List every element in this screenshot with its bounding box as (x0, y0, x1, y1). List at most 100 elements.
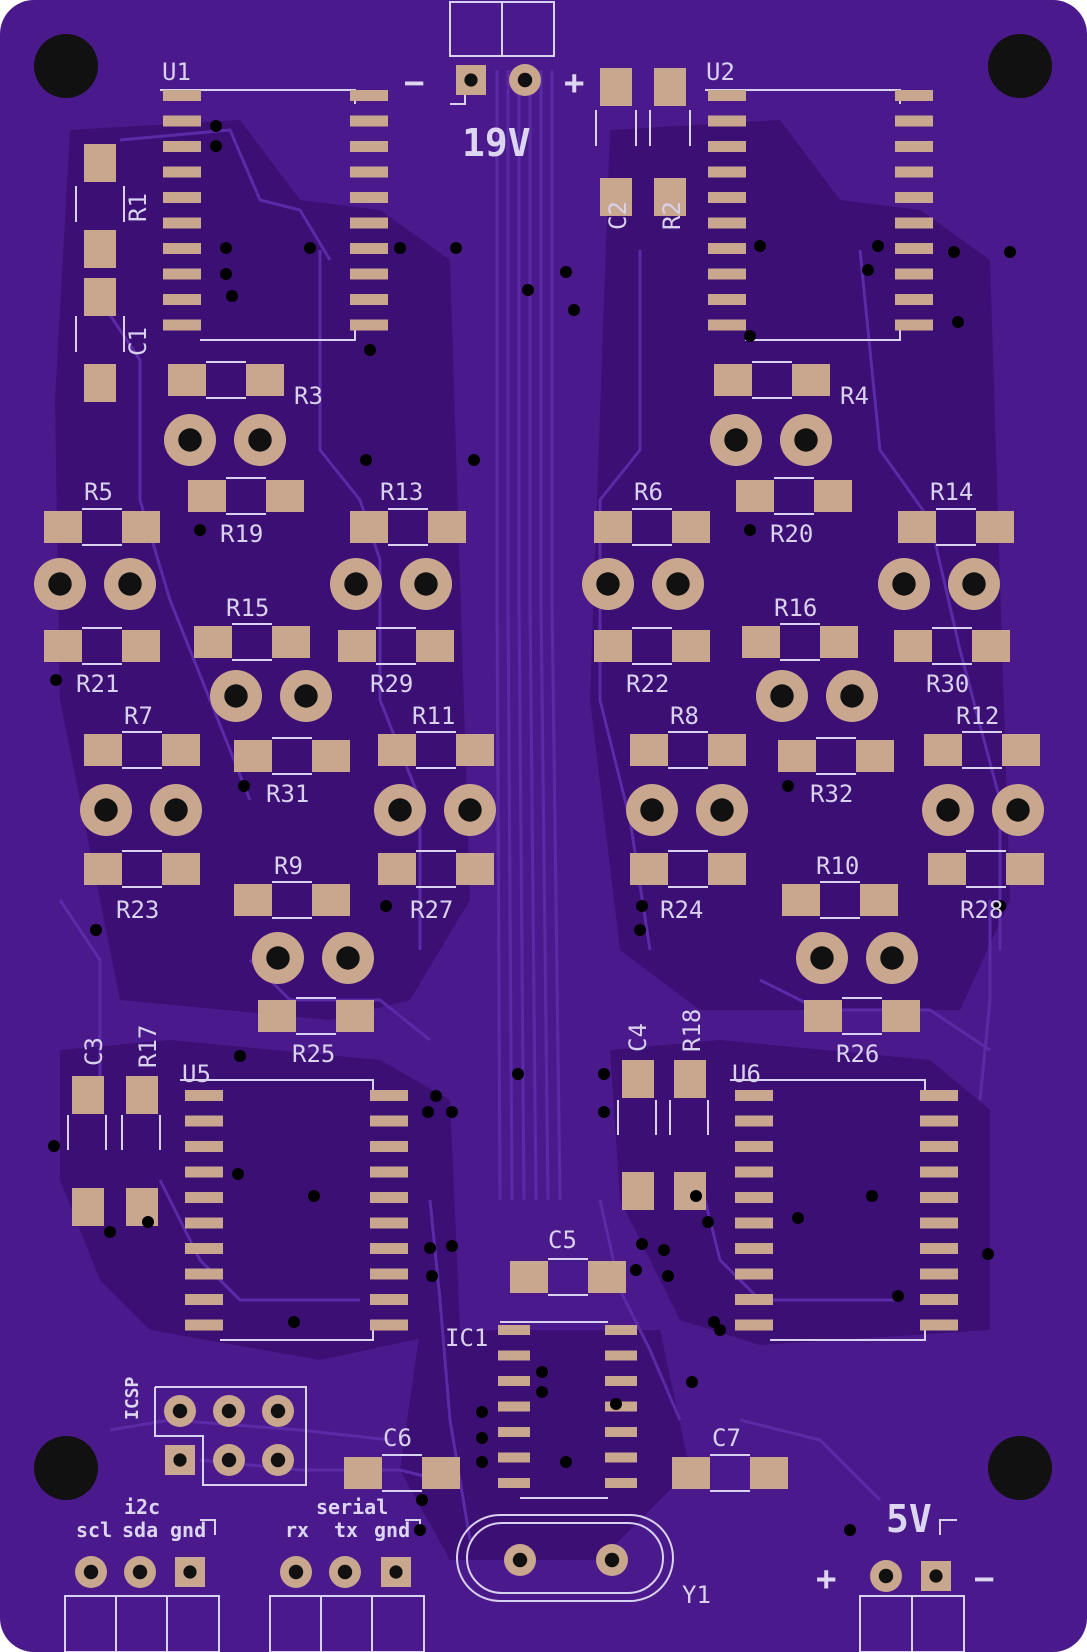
via-21 (862, 264, 874, 276)
ic-U5-pin-right-9 (370, 1294, 408, 1305)
ref-C6: C6 (383, 1424, 412, 1452)
ref-R16: R16 (774, 594, 817, 622)
smd-R26-pad-1 (804, 1000, 842, 1032)
ic-U6-pin-left-8 (735, 1268, 773, 1280)
smd-R10-pad-1 (782, 884, 820, 916)
ic-U1-pin-left-9 (163, 294, 201, 305)
via-44 (424, 1242, 436, 1254)
via-51 (866, 1190, 878, 1202)
ic-U1-pin-left-1 (163, 90, 201, 101)
via-56 (658, 1244, 670, 1256)
smd-C5-pad-1 (510, 1261, 548, 1293)
ref-U5: U5 (182, 1060, 211, 1088)
smd-R11-pad-2 (456, 734, 494, 766)
ic-IC1-pin-right-5 (605, 1427, 637, 1437)
pot-R15-R31-hole-2-drill (294, 684, 318, 708)
ref-R15: R15 (226, 594, 269, 622)
via-43 (142, 1216, 154, 1228)
via-57 (636, 1238, 648, 1250)
ref-C2: C2 (604, 201, 632, 230)
ic-U5-pin-right-6 (370, 1217, 408, 1229)
via-26 (90, 924, 102, 936)
via-12 (560, 266, 572, 278)
ic-U5-pin-left-7 (185, 1243, 223, 1254)
smd-R24-pad-2 (708, 853, 746, 885)
power-out-label: 5V (886, 1497, 932, 1541)
pot-R7-R23-hole-1-drill (94, 798, 118, 822)
via-50 (792, 1212, 804, 1224)
smd-C7-pad-2 (750, 1457, 788, 1489)
via-4 (220, 268, 232, 280)
silkscreen-outlines (64, 1, 965, 1652)
i2c-header-pin-sda-drill (132, 1564, 148, 1580)
via-6 (394, 242, 406, 254)
ic-U2-pin-right-10 (895, 319, 933, 331)
smd-R21-pad-2 (122, 630, 160, 662)
smd-C4-pad-2 (622, 1172, 654, 1210)
ref-Y1: Y1 (682, 1581, 711, 1609)
via-1 (210, 120, 222, 132)
ref-C5: C5 (548, 1226, 577, 1254)
ref-C1: C1 (124, 327, 152, 356)
mounting-hole-bottom-right (988, 1436, 1052, 1500)
ic-U6-pin-right-10 (920, 1319, 958, 1331)
smd-R28-pad-1 (928, 853, 966, 885)
icsp-pin-3-drill (221, 1452, 237, 1468)
pot-R13-R29-hole-2-drill (414, 572, 438, 596)
smd-R20-pad-2 (814, 480, 852, 512)
ic-U2-pin-right-7 (895, 243, 933, 254)
ic-U6-pin-left-6 (735, 1217, 773, 1229)
ic-U6-pin-left-10 (735, 1319, 773, 1331)
smd-R2-pad-2 (654, 178, 686, 216)
via-27 (380, 900, 392, 912)
via-32 (234, 1050, 246, 1062)
ref-R22: R22 (626, 670, 669, 698)
ref-R28: R28 (960, 896, 1003, 924)
ic-U5-pin-right-3 (370, 1141, 408, 1152)
smd-R16-pad-1 (742, 626, 780, 658)
via-68 (610, 1398, 622, 1410)
via-70 (714, 1324, 726, 1336)
ref-R20: R20 (770, 520, 813, 548)
smd-R2-pad-1 (654, 68, 686, 106)
power-in-minus: − (404, 63, 424, 103)
ref-IC1: IC1 (445, 1324, 488, 1352)
ref-R31: R31 (266, 780, 309, 808)
via-42 (104, 1226, 116, 1238)
i2c-header-pin-gnd-drill (183, 1565, 197, 1579)
via-52 (982, 1248, 994, 1260)
pot-R10-R26-hole-1-drill (810, 946, 834, 970)
via-30 (782, 780, 794, 792)
smd-R5-pad-2 (122, 511, 160, 543)
smd-R17-pad-1 (126, 1076, 158, 1114)
serial-pin-rx: rx (285, 1518, 309, 1542)
via-45 (426, 1270, 438, 1282)
ic-U6-pin-right-8 (920, 1268, 958, 1280)
ic-U2-pin-left-7 (708, 243, 746, 254)
footprint-pads (34, 64, 1044, 1592)
serial-header-pin-rx-drill (288, 1564, 304, 1580)
smd-R30-pad-2 (972, 630, 1010, 662)
via-64 (560, 1456, 572, 1468)
via-61 (476, 1406, 488, 1418)
via-47 (288, 1316, 300, 1328)
power-out-minus: − (974, 1559, 994, 1599)
ref-R14: R14 (930, 478, 973, 506)
via-58 (630, 1264, 642, 1276)
smd-C2-pad-2 (600, 178, 632, 216)
via-13 (468, 454, 480, 466)
ic-U1-pin-right-8 (350, 268, 388, 280)
via-5 (226, 290, 238, 302)
via-36 (598, 1068, 610, 1080)
smd-C7-pad-1 (672, 1457, 710, 1489)
smd-R16-pad-2 (820, 626, 858, 658)
via-66 (416, 1494, 428, 1506)
ref-C7: C7 (712, 1424, 741, 1452)
ic-U5-pin-left-8 (185, 1268, 223, 1280)
pot-R11-R27-hole-2-drill (458, 798, 482, 822)
via-38 (232, 1168, 244, 1180)
pot-R12-R28-hole-2-drill (1006, 798, 1030, 822)
i2c-label: i2c (124, 1495, 160, 1519)
pot-R16-R32-hole-2-drill (840, 684, 864, 708)
via-39 (308, 1190, 320, 1202)
